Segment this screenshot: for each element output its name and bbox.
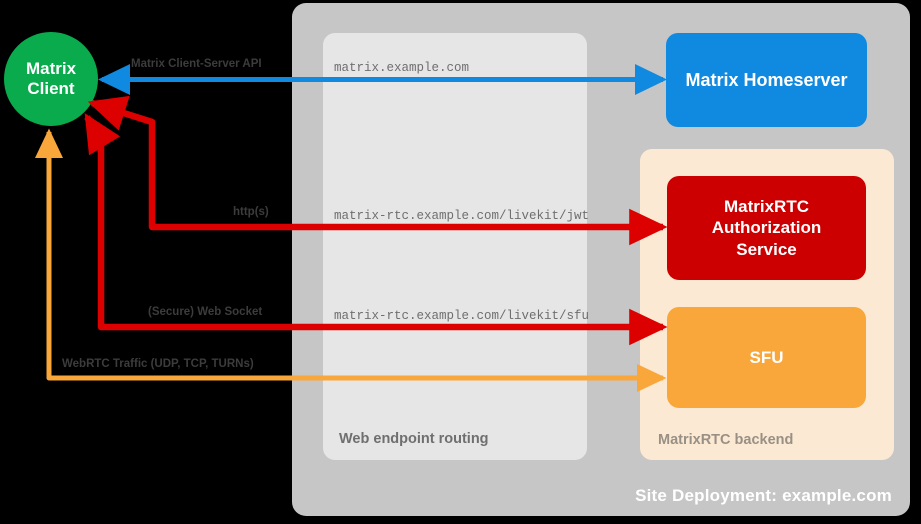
node-matrix-homeserver[interactable]: Matrix Homeserver <box>666 33 867 127</box>
matrix-homeserver-label: Matrix Homeserver <box>685 69 848 90</box>
container-web-endpoint-routing: Web endpoint routing <box>323 33 587 460</box>
matrix-client-label-line-1: Matrix <box>25 58 77 78</box>
node-matrixrtc-authorization-service[interactable]: MatrixRTC Authorization Service <box>667 176 866 280</box>
site-deployment-label: Site Deployment: example.com <box>635 486 892 505</box>
wire-label-matrix-client-server-api: Matrix Client-Server API <box>131 58 262 70</box>
wire-label-secure-web-socket: (Secure) Web Socket <box>148 306 263 318</box>
endpoint-label-livekit-sfu: matrix-rtc.example.com/livekit/sfu <box>334 309 590 323</box>
matrixrtc-authorization-service-label: MatrixRTC Authorization Service <box>712 196 822 260</box>
node-matrix-client[interactable]: Matrix Client <box>4 32 98 126</box>
matrixrtc-backend-label: MatrixRTC backend <box>658 432 794 448</box>
wire-label-https: http(s) <box>233 206 269 218</box>
web-endpoint-routing-label: Web endpoint routing <box>339 431 489 447</box>
endpoint-label-livekit-jwt: matrix-rtc.example.com/livekit/jwt <box>334 209 590 223</box>
sfu-label: SFU <box>749 347 784 367</box>
wire-label-webrtc-traffic: WebRTC Traffic (UDP, TCP, TURNs) <box>62 358 254 370</box>
auth-label-line-1: MatrixRTC <box>723 197 809 217</box>
matrix-client-label-line-2: Client <box>27 79 75 98</box>
endpoint-label-matrix: matrix.example.com <box>334 61 470 75</box>
auth-label-line-3: Service <box>736 239 797 259</box>
node-sfu[interactable]: SFU <box>667 307 866 408</box>
matrix-client-label: Matrix Client <box>26 59 76 100</box>
auth-label-line-2: Authorization <box>711 218 822 238</box>
